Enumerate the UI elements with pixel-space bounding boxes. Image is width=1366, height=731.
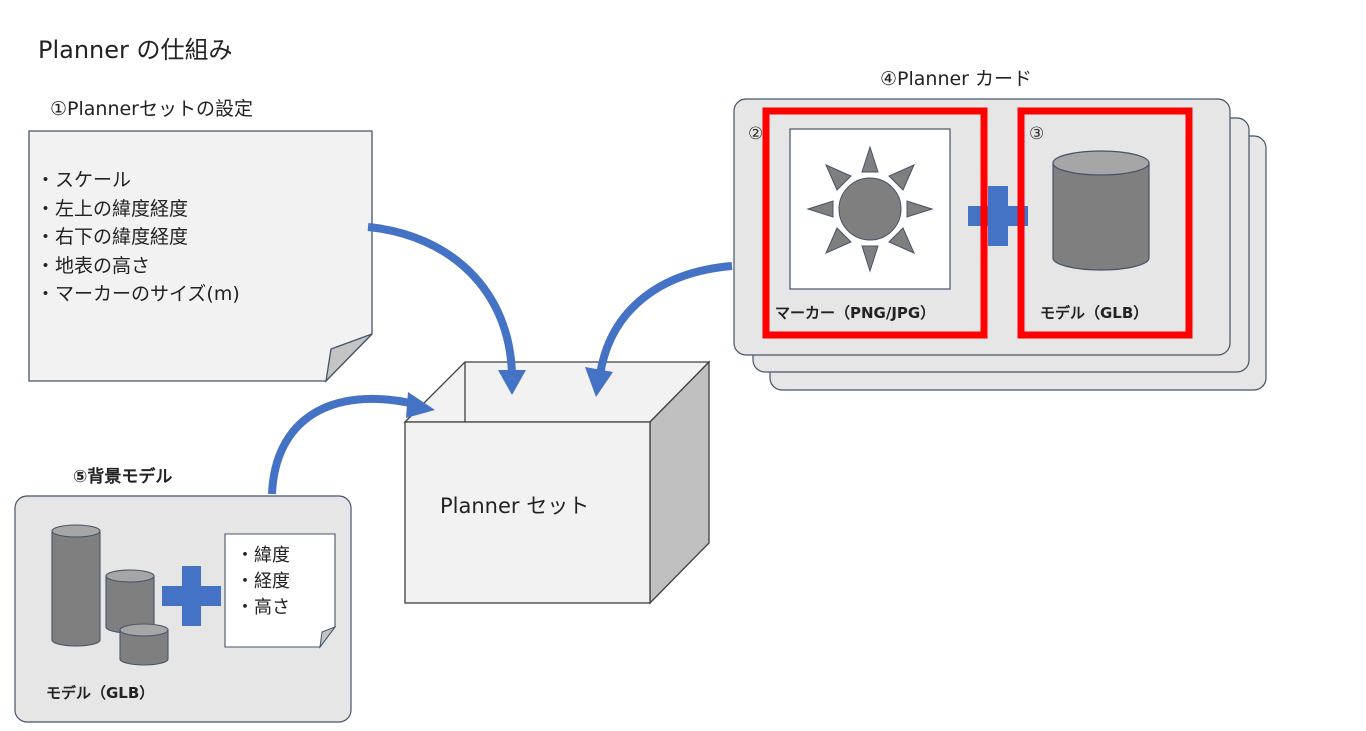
settings-item: ・左上の緯度経度: [36, 197, 189, 220]
model-label: モデル（GLB）: [1040, 304, 1149, 322]
model-highlight-box: [1017, 107, 1193, 339]
marker-highlight-box: [762, 107, 988, 339]
attribute-item: ・経度: [236, 571, 290, 592]
attribute-item: ・高さ: [236, 597, 290, 618]
settings-item: ・地表の高さ: [36, 254, 151, 277]
arrowhead-icon: [585, 367, 613, 397]
attribute-item: ・緯度: [236, 545, 290, 566]
cylinder-icon: [1052, 150, 1150, 271]
planner-set-box: [403, 360, 711, 605]
folded-corner-icon: [319, 625, 337, 649]
marker-image: [789, 128, 951, 290]
folded-corner-icon: [325, 333, 373, 383]
settings-item: ・スケール: [36, 169, 132, 191]
marker-label: マーカー（PNG/JPG）: [775, 304, 936, 322]
planner-set-label: Planner セット: [440, 494, 590, 518]
settings-title: ①Plannerセットの設定: [50, 98, 253, 120]
background-model-panel: [14, 495, 352, 723]
arrow-cards-to-set: [596, 262, 733, 376]
cards-title: ④Planner カード: [880, 68, 1033, 90]
attribute-note: [224, 533, 337, 649]
cylinder-icon: [105, 569, 155, 634]
settings-item: ・マーカーのサイズ(m): [36, 283, 240, 305]
background-model-title: ⑤背景モデル: [73, 467, 173, 487]
page-title: Planner の仕組み: [38, 36, 233, 64]
arrowhead-icon: [498, 370, 526, 395]
arrow-background-to-set: [268, 394, 416, 495]
arrow-settings-to-set: [367, 223, 516, 376]
plus-icon: [162, 566, 221, 626]
cylinder-icon: [51, 524, 101, 647]
marker-number: ②: [748, 124, 764, 144]
background-attribute-list: ・緯度 ・経度 ・高さ: [236, 543, 290, 621]
cylinder-icon: [119, 623, 169, 666]
model-number: ③: [1029, 124, 1045, 144]
background-model-label: モデル（GLB）: [46, 684, 155, 702]
settings-list: ・スケール ・左上の緯度経度 ・右下の緯度経度 ・地表の高さ ・マーカーのサイズ…: [36, 166, 240, 309]
settings-item: ・右下の緯度経度: [36, 226, 189, 248]
sun-icon: [806, 145, 934, 273]
arrowhead-icon: [406, 392, 435, 418]
settings-note: [28, 130, 373, 383]
